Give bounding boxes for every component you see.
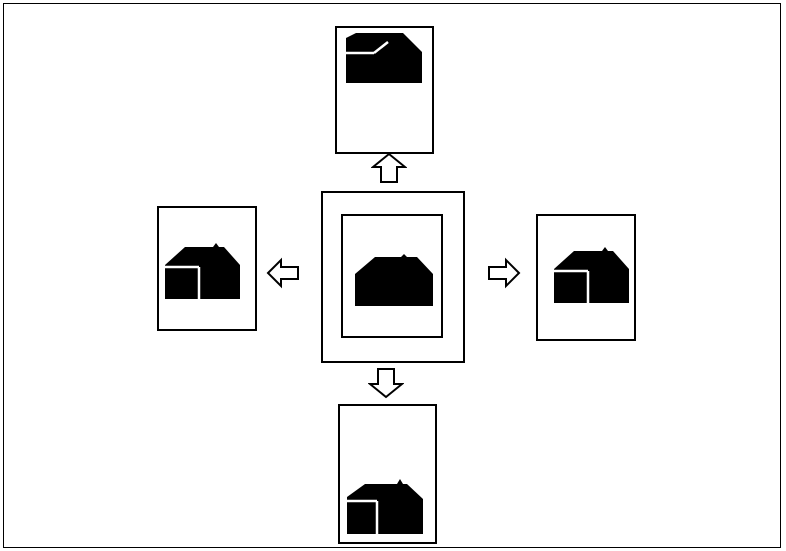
- page-shifted-right: [536, 214, 636, 341]
- left-arrow-icon: [266, 257, 300, 289]
- house-shape-icon-bottom: [347, 479, 425, 534]
- house-shape-icon: [355, 254, 433, 306]
- house-shape-icon-top: [346, 33, 422, 83]
- center-original-page: [321, 191, 465, 363]
- down-arrow-icon: [368, 367, 404, 399]
- house-shape-icon-left: [165, 243, 241, 299]
- right-arrow-icon: [487, 257, 521, 289]
- center-image-area: [341, 214, 443, 338]
- diagram-frame: [3, 3, 781, 548]
- house-shape-icon-right: [554, 247, 630, 303]
- page-shifted-up: [335, 26, 434, 154]
- page-shifted-down: [338, 404, 437, 544]
- page-shifted-left: [157, 206, 257, 331]
- up-arrow-icon: [371, 152, 407, 184]
